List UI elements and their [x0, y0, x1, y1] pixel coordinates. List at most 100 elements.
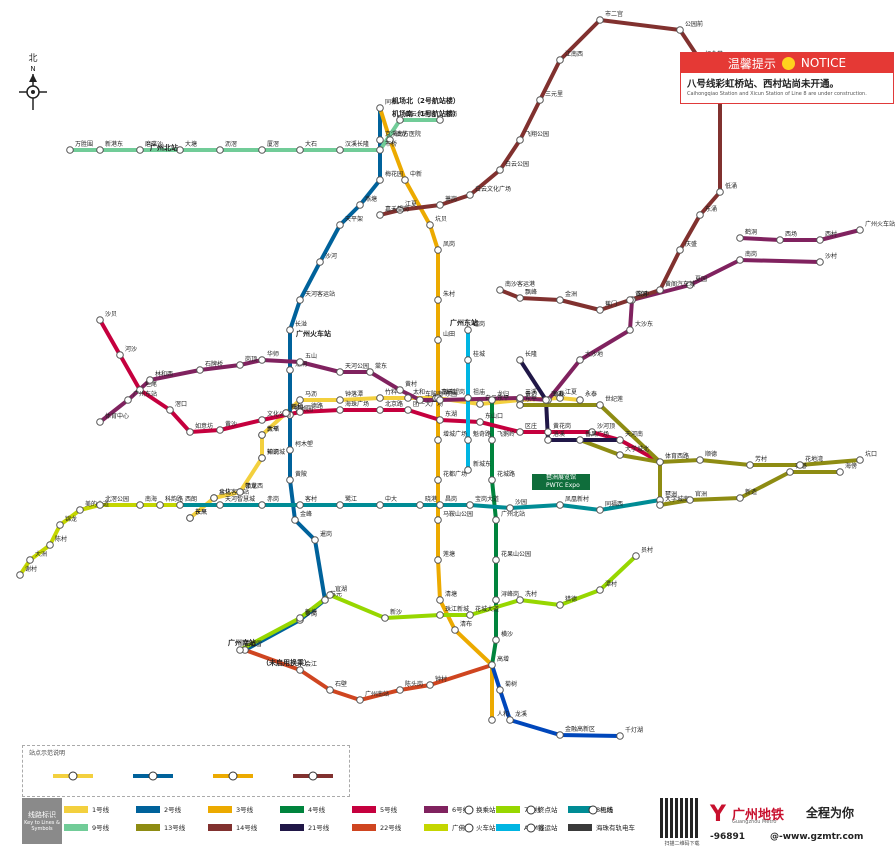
station-s96[interactable]: 新沙 — [381, 608, 402, 622]
station-s110[interactable]: 昌岗 — [436, 496, 457, 509]
station-marker[interactable] — [236, 488, 244, 496]
station-marker[interactable] — [296, 396, 304, 404]
station-marker[interactable] — [166, 406, 174, 414]
station-s141[interactable]: 长隆 — [516, 350, 537, 364]
station-marker[interactable] — [396, 206, 404, 214]
station-s40[interactable]: 增城广场 — [434, 430, 467, 444]
station-marker[interactable] — [696, 456, 704, 464]
station-marker[interactable] — [96, 418, 104, 426]
station-marker[interactable] — [426, 681, 434, 689]
station-marker[interactable] — [376, 406, 384, 414]
station-s155[interactable]: 南海 — [136, 495, 157, 509]
station-marker[interactable] — [366, 368, 374, 376]
station-marker[interactable] — [716, 188, 724, 196]
station-s37[interactable]: 朱村 — [434, 290, 455, 304]
station-marker[interactable] — [556, 601, 564, 609]
station-marker[interactable] — [496, 686, 504, 694]
station-marker[interactable] — [596, 16, 604, 24]
station-s186[interactable]: 江夏 — [396, 201, 417, 214]
station-s189[interactable]: 萝岗 — [436, 110, 457, 124]
station-marker[interactable] — [336, 396, 344, 404]
station-s34[interactable]: 中新 — [401, 170, 422, 184]
station-s143[interactable]: 洛溪 — [544, 430, 565, 444]
station-marker[interactable] — [376, 394, 384, 402]
station-marker[interactable] — [746, 461, 754, 469]
station-s193[interactable]: 知识城 — [258, 448, 285, 462]
station-s75[interactable]: 林和西 — [146, 370, 173, 384]
station-marker[interactable] — [516, 356, 524, 364]
station-s100[interactable]: 猎德 — [556, 595, 577, 609]
station-s168[interactable]: 顺德 — [696, 450, 717, 464]
station-marker[interactable] — [576, 436, 584, 444]
station-s116[interactable]: 万胜围 — [66, 140, 93, 154]
station-marker[interactable] — [296, 296, 304, 304]
station-marker[interactable] — [186, 428, 194, 436]
station-marker[interactable] — [492, 516, 500, 524]
station-s77[interactable]: 岗顶 — [236, 356, 257, 369]
station-s73[interactable]: 体育中心 — [96, 412, 129, 426]
station-marker[interactable] — [96, 316, 104, 324]
station-s113[interactable]: 凤凰新村 — [556, 495, 589, 509]
station-marker[interactable] — [856, 226, 864, 234]
station-s118[interactable]: 磨碟沙 — [136, 140, 163, 154]
station-s121[interactable]: 厦滘 — [258, 140, 279, 154]
station-marker[interactable] — [464, 436, 472, 444]
station-marker[interactable] — [616, 732, 624, 740]
station-marker[interactable] — [326, 686, 334, 694]
station-marker[interactable] — [286, 326, 294, 334]
station-s64[interactable]: 北京路 — [376, 400, 403, 414]
station-s124[interactable]: 市桥 — [376, 140, 397, 154]
station-marker[interactable] — [616, 451, 624, 459]
station-marker[interactable] — [434, 516, 442, 524]
station-marker[interactable] — [426, 221, 434, 229]
station-s171[interactable]: 坑口 — [856, 450, 877, 464]
station-marker[interactable] — [488, 436, 496, 444]
brand-phone[interactable]: -96891 — [710, 832, 746, 842]
station-s52[interactable]: 花果山公园 — [492, 550, 531, 564]
station-s159[interactable]: 金融高新区 — [556, 725, 595, 739]
station-s125[interactable]: 番禺广场 — [576, 430, 609, 444]
station-s180[interactable]: 江南西 — [556, 50, 583, 64]
station-marker[interactable] — [326, 591, 334, 599]
station-marker[interactable] — [136, 501, 144, 509]
station-s45[interactable]: 清布 — [451, 620, 472, 634]
station-s101[interactable]: 潭村 — [596, 580, 617, 594]
station-s57[interactable]: 坦尾 — [136, 380, 157, 394]
station-marker[interactable] — [676, 26, 684, 34]
station-s119[interactable]: 大塘 — [176, 140, 197, 154]
station-s183[interactable]: 白云公园 — [496, 160, 529, 174]
station-s41[interactable]: 花都广场 — [434, 470, 467, 484]
station-marker[interactable] — [476, 400, 484, 408]
station-s147[interactable]: 陈头岗 — [396, 680, 423, 694]
station-s43[interactable]: 莲塘 — [434, 550, 455, 564]
station-marker[interactable] — [516, 401, 524, 409]
station-marker[interactable] — [466, 501, 474, 509]
station-marker[interactable] — [516, 428, 524, 436]
station-s59[interactable]: 如意坊 — [186, 422, 213, 436]
station-marker[interactable] — [316, 258, 324, 266]
station-marker[interactable] — [516, 394, 524, 402]
station-marker[interactable] — [596, 306, 604, 314]
brand-website[interactable]: @-www.gzmtr.com — [770, 832, 864, 842]
station-s16[interactable]: 同和 — [376, 98, 397, 112]
station-marker[interactable] — [210, 494, 218, 502]
station-s15[interactable]: 永泰 — [576, 390, 597, 404]
station-marker[interactable] — [176, 501, 184, 509]
station-s88[interactable]: 大沙东 — [626, 320, 653, 334]
station-s87[interactable]: 大沙地 — [576, 350, 603, 364]
station-marker[interactable] — [296, 358, 304, 366]
station-marker[interactable] — [401, 176, 409, 184]
station-s185[interactable]: 萧岗 — [436, 195, 457, 209]
station-marker[interactable] — [258, 501, 266, 509]
station-marker[interactable] — [496, 286, 504, 294]
station-s132[interactable]: 低涌 — [716, 182, 737, 196]
station-s182[interactable]: 飞翔公园 — [516, 130, 549, 144]
station-marker[interactable] — [536, 96, 544, 104]
station-marker[interactable] — [76, 506, 84, 514]
station-s19[interactable]: 燕塘 — [356, 195, 377, 209]
station-marker[interactable] — [296, 146, 304, 154]
station-marker[interactable] — [676, 246, 684, 254]
station-s78[interactable]: 华师 — [258, 350, 279, 364]
station-marker[interactable] — [376, 211, 384, 219]
station-s184[interactable]: 白云文化广场 — [466, 185, 511, 199]
